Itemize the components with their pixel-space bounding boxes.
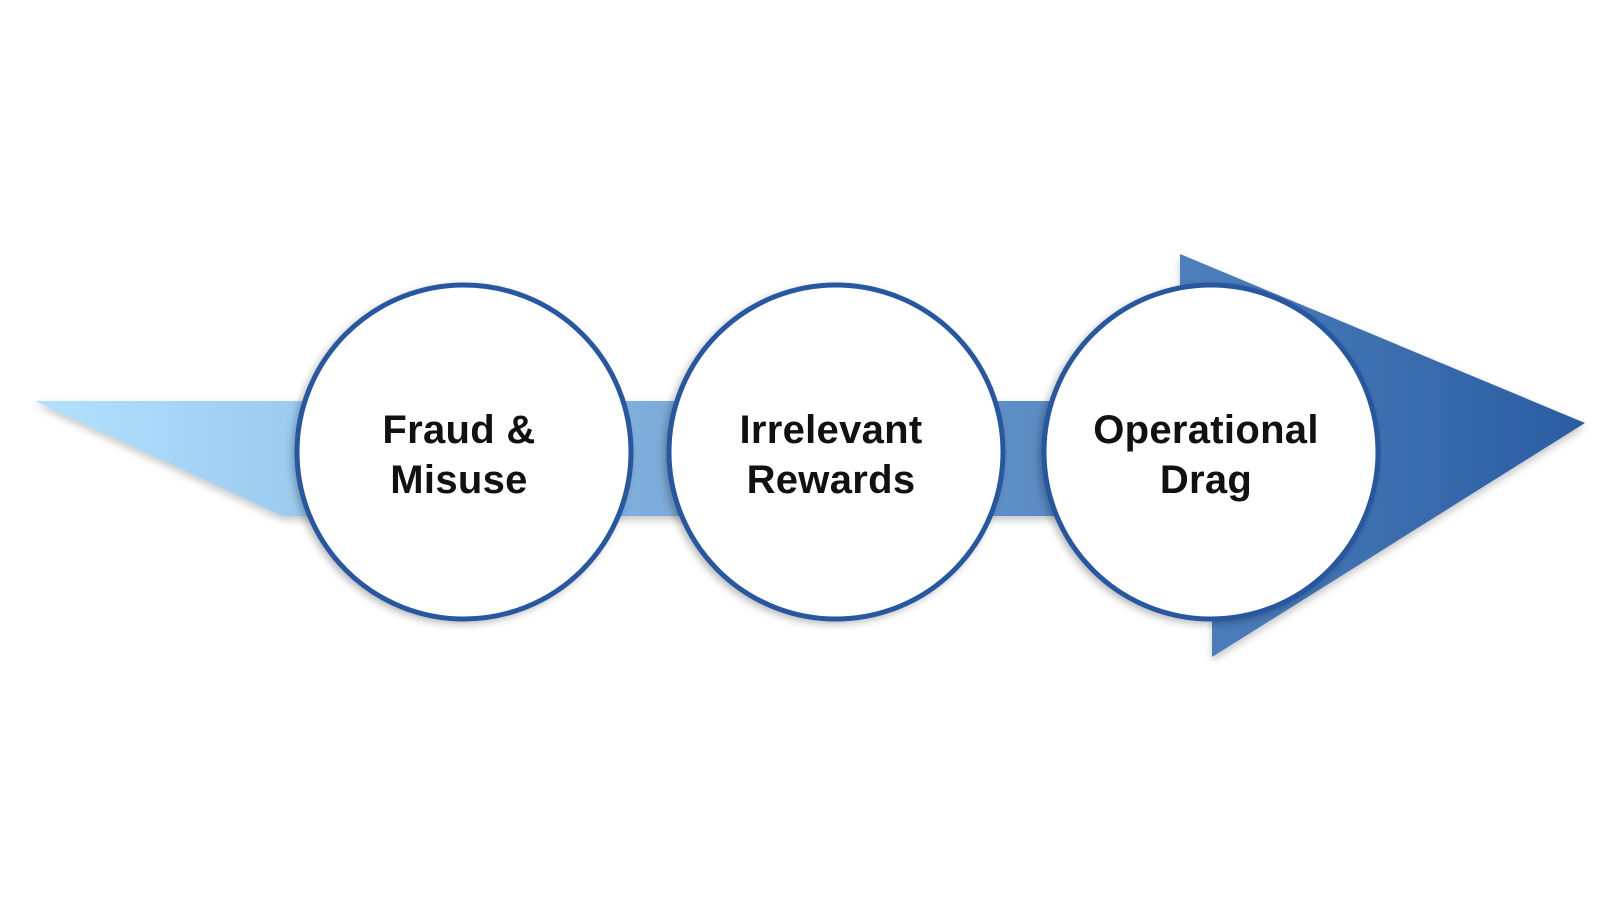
step-3-line-2: Drag xyxy=(1159,458,1253,502)
step-label-irrelevant-rewards: Irrelevant Rewards xyxy=(681,405,981,505)
step-1-line-1: Fraud & xyxy=(382,408,536,452)
step-2-line-1: Irrelevant xyxy=(739,408,923,452)
step-3-line-1: Operational xyxy=(1093,408,1319,452)
step-label-operational-drag: Operational Drag xyxy=(1056,405,1356,505)
step-circle-2 xyxy=(666,282,1006,622)
step-2-line-2: Rewards xyxy=(746,458,916,502)
step-circle-3 xyxy=(1041,282,1381,622)
step-label-fraud-misuse: Fraud & Misuse xyxy=(309,405,609,505)
step-circle-1 xyxy=(294,282,634,622)
step-1-line-2: Misuse xyxy=(390,458,528,502)
